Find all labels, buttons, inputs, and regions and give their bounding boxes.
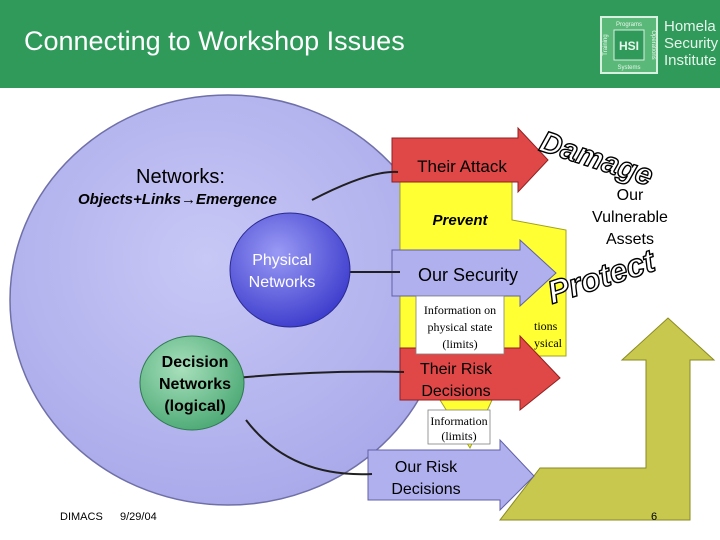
info-limits-line-2: (limits) [441, 429, 476, 443]
their-attack-label: Their Attack [417, 157, 507, 176]
institute-name: Homela Security Institute [664, 18, 718, 69]
physical-networks-line-2: Networks [249, 274, 316, 291]
decision-networks-line-1: Decision [162, 354, 229, 371]
info-physical-line-1: Information on [424, 303, 496, 317]
info-physical-line-2: physical state [428, 320, 493, 334]
info-limits-box [427, 409, 491, 445]
partial-text-line-1: tions [534, 319, 558, 333]
our-vulnerable-assets-line-3: Assets [606, 231, 654, 248]
networks-heading: Networks: [136, 166, 225, 188]
logo-mark: HSI [619, 39, 639, 53]
decision-networks-line-3: (logical) [164, 398, 225, 415]
info-physical-line-3: (limits) [442, 337, 477, 351]
hsi-logo-icon: Programs Systems Operations Training HSI [600, 16, 658, 74]
footer-date: 9/29/04 [120, 511, 157, 523]
institute-line-1: Homela [664, 18, 716, 35]
their-risk-decisions-arrow [399, 334, 561, 412]
logo-word-top: Programs [616, 22, 642, 28]
diagram-canvas: Networks: Objects+Links→Emergence Physic… [9, 94, 716, 521]
title-bar: Connecting to Workshop Issues Programs S… [0, 0, 720, 88]
footer-org: DIMACS [60, 511, 103, 523]
their-risk-decisions-line-1: Their Risk [420, 361, 493, 378]
physical-networks-circle [229, 212, 351, 328]
our-risk-decisions-line-1: Our Risk [395, 459, 458, 476]
connector-top [311, 170, 399, 201]
connector-decision [235, 370, 405, 379]
footer-page-number: 6 [651, 511, 658, 523]
their-attack-arrow [391, 126, 549, 194]
info-physical-box [415, 295, 505, 355]
our-risk-decisions-line-2: Decisions [391, 481, 460, 498]
institute-line-2: Security [664, 35, 719, 52]
our-security-label: Our Security [418, 265, 518, 285]
networks-subheading: Objects+Links→Emergence [78, 191, 277, 208]
partial-text-line-2: ysical [534, 336, 563, 350]
connector-bottom [245, 419, 373, 476]
networks-circle [9, 94, 447, 506]
institute-line-3: Institute [664, 52, 717, 69]
logo-word-left: Training [603, 34, 609, 55]
our-vulnerable-assets-line-2: Vulnerable [592, 209, 668, 226]
logo-word-bottom: Systems [617, 65, 640, 71]
slide-title: Connecting to Workshop Issues [24, 26, 405, 56]
physical-networks-line-1: Physical [252, 252, 312, 269]
our-risk-decisions-arrow [367, 438, 535, 512]
olive-curved-arrow [498, 317, 716, 521]
logo-word-right: Operations [650, 30, 656, 59]
damage-label: Damage [536, 125, 657, 192]
our-vulnerable-assets-line-1: Our [617, 187, 644, 204]
prevent-label: Prevent [432, 212, 488, 229]
info-limits-line-1: Information [430, 414, 487, 428]
decision-networks-circle [139, 335, 245, 431]
our-security-arrow [391, 238, 557, 308]
decision-networks-line-2: Networks [159, 376, 231, 393]
their-risk-decisions-line-2: Decisions [421, 383, 490, 400]
